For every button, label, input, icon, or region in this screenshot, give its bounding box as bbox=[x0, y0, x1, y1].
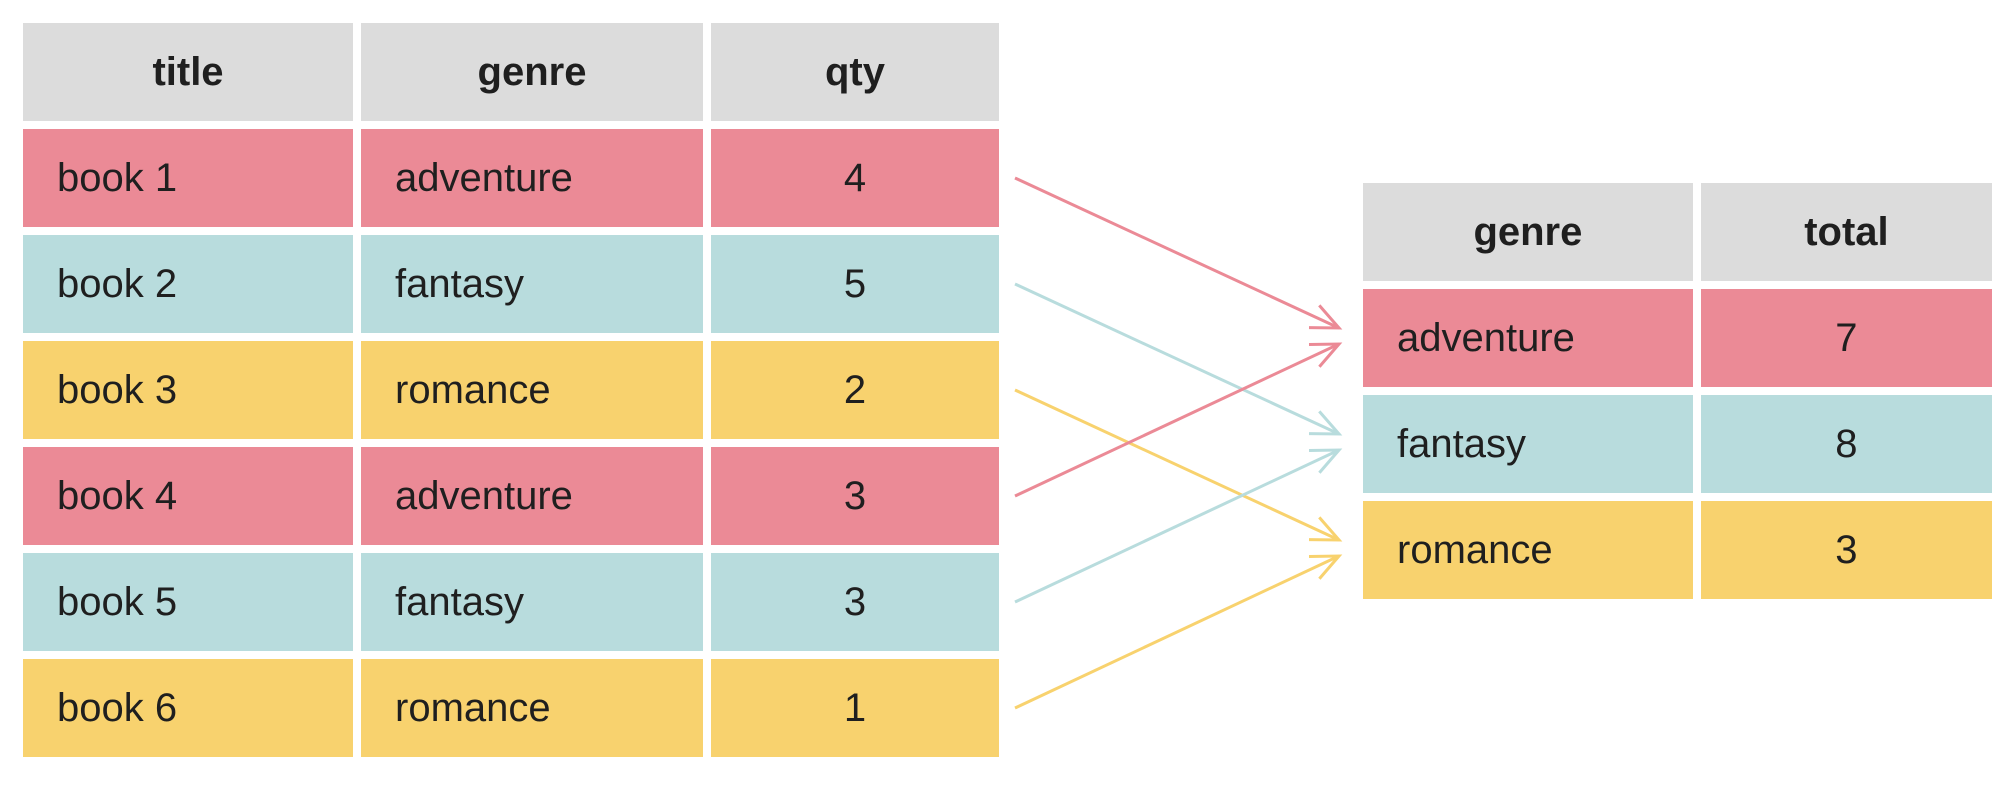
cell-title: book 6 bbox=[23, 659, 353, 757]
cell-qty: 2 bbox=[711, 341, 999, 439]
arrow-line bbox=[1014, 342, 1340, 498]
source-table: title genre qty book 1 adventure 4 book … bbox=[15, 15, 1007, 765]
header-genre: genre bbox=[1363, 183, 1693, 281]
arrowhead bbox=[1308, 410, 1343, 436]
result-row: romance 3 bbox=[1363, 501, 1992, 599]
cell-title: book 3 bbox=[23, 341, 353, 439]
arrowhead bbox=[1308, 448, 1343, 474]
header-total: total bbox=[1700, 183, 1992, 281]
cell-genre: adventure bbox=[1363, 289, 1693, 387]
arrow-line bbox=[1014, 448, 1340, 604]
arrowhead bbox=[1308, 304, 1343, 330]
cell-genre: adventure bbox=[361, 129, 703, 227]
source-row: book 1 adventure 4 bbox=[23, 129, 999, 227]
result-table: genre total adventure 7 fantasy 8 romanc… bbox=[1355, 175, 2000, 607]
source-row: book 2 fantasy 5 bbox=[23, 235, 999, 333]
header-title: title bbox=[23, 23, 353, 121]
source-row: book 3 romance 2 bbox=[23, 341, 999, 439]
cell-genre: fantasy bbox=[1363, 395, 1693, 493]
cell-title: book 1 bbox=[23, 129, 353, 227]
result-header-row: genre total bbox=[1363, 183, 1992, 281]
arrowhead bbox=[1308, 342, 1343, 368]
cell-genre: fantasy bbox=[361, 553, 703, 651]
header-qty: qty bbox=[711, 23, 999, 121]
cell-total: 8 bbox=[1700, 395, 1992, 493]
result-row: adventure 7 bbox=[1363, 289, 1992, 387]
arrow-line bbox=[1014, 282, 1340, 436]
cell-title: book 2 bbox=[23, 235, 353, 333]
result-row: fantasy 8 bbox=[1363, 395, 1992, 493]
source-header-row: title genre qty bbox=[23, 23, 999, 121]
cell-qty: 4 bbox=[711, 129, 999, 227]
cell-total: 7 bbox=[1700, 289, 1992, 387]
cell-qty: 3 bbox=[711, 447, 999, 545]
arrowhead bbox=[1308, 516, 1343, 542]
arrow-line bbox=[1014, 176, 1340, 330]
cell-genre: adventure bbox=[361, 447, 703, 545]
cell-genre: romance bbox=[1363, 501, 1693, 599]
source-row: book 5 fantasy 3 bbox=[23, 553, 999, 651]
cell-genre: romance bbox=[361, 659, 703, 757]
cell-total: 3 bbox=[1700, 501, 1992, 599]
arrowhead bbox=[1308, 554, 1343, 580]
source-row: book 6 romance 1 bbox=[23, 659, 999, 757]
arrow-line bbox=[1014, 388, 1340, 542]
arrow-line bbox=[1014, 554, 1340, 710]
cell-genre: fantasy bbox=[361, 235, 703, 333]
cell-qty: 5 bbox=[711, 235, 999, 333]
cell-qty: 1 bbox=[711, 659, 999, 757]
header-genre: genre bbox=[361, 23, 703, 121]
cell-title: book 4 bbox=[23, 447, 353, 545]
source-row: book 4 adventure 3 bbox=[23, 447, 999, 545]
cell-title: book 5 bbox=[23, 553, 353, 651]
cell-genre: romance bbox=[361, 341, 703, 439]
cell-qty: 3 bbox=[711, 553, 999, 651]
